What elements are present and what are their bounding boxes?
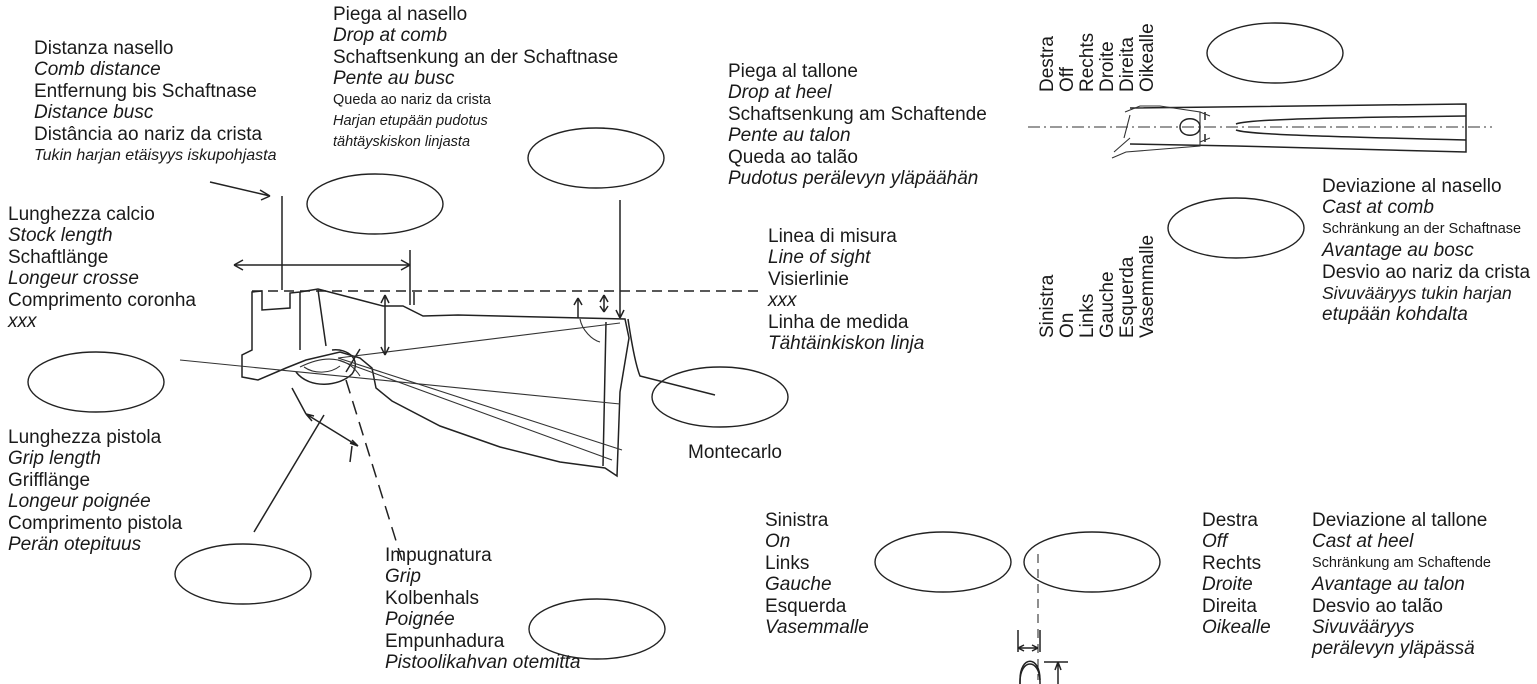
montecarlo-ellipse <box>651 366 789 428</box>
montecarlo-label: Montecarlo <box>688 442 782 463</box>
stock-length-ellipse <box>27 351 165 413</box>
cast-heel-left-ellipse <box>874 531 1012 593</box>
cast-comb-ellipse <box>1167 197 1305 259</box>
drop-heel-top-ellipse <box>1206 22 1344 84</box>
grip-length-ellipse <box>174 543 312 605</box>
cast-heel-right-ellipse <box>1023 531 1161 593</box>
grip-ellipse <box>528 598 666 660</box>
drop-comb-ellipse <box>527 127 665 189</box>
comb-distance-ellipse <box>306 173 444 235</box>
